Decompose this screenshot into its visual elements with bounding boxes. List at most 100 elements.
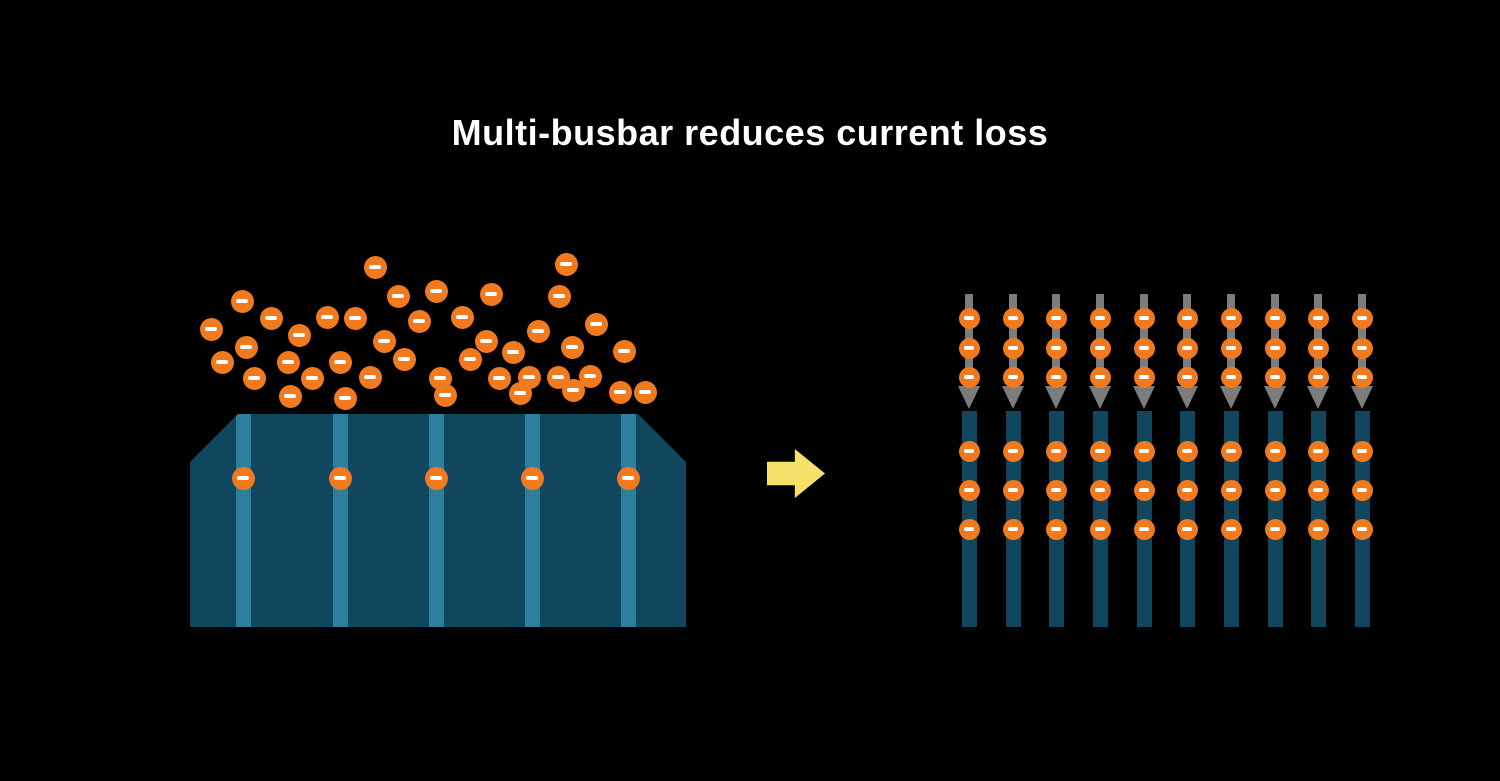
- electron-icon: [242, 366, 266, 390]
- electron-icon: [1176, 366, 1198, 388]
- electron-icon: [958, 440, 980, 462]
- electron-icon: [1351, 366, 1373, 388]
- electron-icon: [1089, 479, 1111, 501]
- electron-icon: [1307, 307, 1329, 329]
- electron-icon: [608, 380, 632, 404]
- electron-icon: [450, 305, 474, 329]
- electron-icon: [1089, 518, 1111, 540]
- electron-icon: [1220, 307, 1242, 329]
- electron-icon: [315, 305, 339, 329]
- electron-icon: [458, 347, 482, 371]
- electron-icon: [1002, 337, 1024, 359]
- electron-icon: [1351, 479, 1373, 501]
- electron-icon: [1220, 440, 1242, 462]
- busbar-stripe: [235, 414, 251, 627]
- electron-icon: [1002, 307, 1024, 329]
- electron-icon: [1089, 307, 1111, 329]
- electron-icon: [363, 255, 387, 279]
- electron-icon: [1307, 440, 1329, 462]
- electron-icon: [1176, 440, 1198, 462]
- electron-icon: [612, 339, 636, 363]
- electron-icon: [1351, 307, 1373, 329]
- current-arrowhead-icon: [1351, 386, 1373, 409]
- electron-icon: [554, 252, 578, 276]
- electron-icon: [1045, 518, 1067, 540]
- electron-icon: [300, 366, 324, 390]
- electron-icon: [584, 312, 608, 336]
- electron-icon: [479, 282, 503, 306]
- electron-icon: [547, 284, 571, 308]
- electron-icon: [1089, 366, 1111, 388]
- electron-icon: [1220, 337, 1242, 359]
- electron-icon: [287, 323, 311, 347]
- electron-icon: [210, 350, 234, 374]
- electron-icon: [1176, 307, 1198, 329]
- electron-icon: [231, 466, 255, 490]
- electron-icon: [1264, 307, 1286, 329]
- electron-icon: [958, 337, 980, 359]
- electron-icon: [501, 340, 525, 364]
- electron-icon: [386, 284, 410, 308]
- electron-icon: [1133, 479, 1155, 501]
- electron-icon: [1307, 518, 1329, 540]
- electron-icon: [1133, 307, 1155, 329]
- electron-icon: [424, 279, 448, 303]
- electron-icon: [616, 466, 640, 490]
- electron-icon: [1220, 479, 1242, 501]
- busbar-stripe: [428, 414, 444, 627]
- electron-icon: [1002, 440, 1024, 462]
- electron-icon: [1002, 479, 1024, 501]
- electron-icon: [234, 335, 258, 359]
- electron-icon: [1307, 366, 1329, 388]
- electron-icon: [1133, 337, 1155, 359]
- electron-icon: [1045, 440, 1067, 462]
- electron-icon: [276, 350, 300, 374]
- electron-icon: [1089, 337, 1111, 359]
- current-arrowhead-icon: [1307, 386, 1329, 409]
- electron-icon: [392, 347, 416, 371]
- electron-icon: [526, 319, 550, 343]
- electron-icon: [1176, 479, 1198, 501]
- electron-icon: [1045, 479, 1067, 501]
- current-arrowhead-icon: [1176, 386, 1198, 409]
- electron-icon: [1264, 518, 1286, 540]
- electron-icon: [958, 366, 980, 388]
- current-arrowhead-icon: [1002, 386, 1024, 409]
- electron-icon: [487, 366, 511, 390]
- electron-icon: [1351, 337, 1373, 359]
- electron-icon: [1002, 518, 1024, 540]
- electron-icon: [259, 306, 283, 330]
- electron-icon: [333, 386, 357, 410]
- electron-icon: [199, 317, 223, 341]
- current-arrowhead-icon: [1220, 386, 1242, 409]
- electron-icon: [343, 306, 367, 330]
- electron-icon: [372, 329, 396, 353]
- electron-icon: [958, 307, 980, 329]
- current-arrowhead-icon: [1045, 386, 1067, 409]
- current-arrowhead-icon: [1264, 386, 1286, 409]
- electron-icon: [1264, 479, 1286, 501]
- electron-icon: [958, 518, 980, 540]
- electron-icon: [578, 364, 602, 388]
- transition-arrow-icon: [767, 449, 825, 498]
- electron-icon: [1264, 440, 1286, 462]
- electron-icon: [433, 383, 457, 407]
- solar-cell: [190, 414, 686, 627]
- electron-icon: [1351, 440, 1373, 462]
- electron-icon: [474, 329, 498, 353]
- diagram-title: Multi-busbar reduces current loss: [451, 112, 1049, 153]
- electron-icon: [1220, 366, 1242, 388]
- busbar-stripe: [332, 414, 348, 627]
- electron-icon: [230, 289, 254, 313]
- current-arrowhead-icon: [1133, 386, 1155, 409]
- electron-icon: [358, 365, 382, 389]
- electron-icon: [424, 466, 448, 490]
- electron-icon: [328, 466, 352, 490]
- electron-icon: [1264, 337, 1286, 359]
- electron-icon: [1307, 479, 1329, 501]
- electron-icon: [1220, 518, 1242, 540]
- electron-icon: [1176, 337, 1198, 359]
- electron-icon: [1045, 366, 1067, 388]
- electron-icon: [958, 479, 980, 501]
